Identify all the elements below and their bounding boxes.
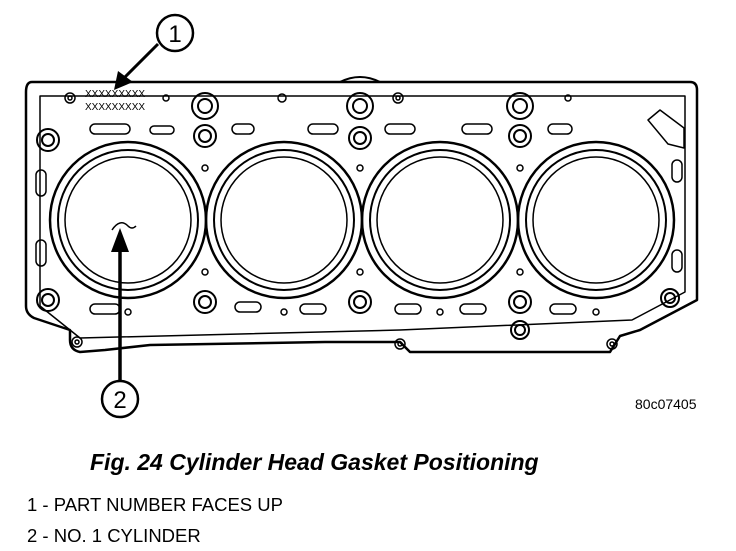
bolt-holes-top bbox=[36, 92, 534, 152]
cylinder-2-bore bbox=[204, 140, 364, 300]
callout-2-label: 2 bbox=[113, 387, 126, 414]
cylinder-mark-icon bbox=[111, 222, 137, 231]
callout-2: 2 bbox=[100, 228, 140, 419]
callout-2-arrowhead bbox=[111, 228, 129, 252]
part-number-line-2: XXXXXXXXX bbox=[85, 102, 145, 113]
callout-1-arrowhead bbox=[114, 71, 133, 90]
bolt-holes-bottom bbox=[36, 288, 680, 340]
cylinder-1-bore bbox=[48, 140, 208, 300]
legend-item-2: 2 - NO. 1 CYLINDER bbox=[27, 525, 201, 546]
cylinder-3-bore bbox=[360, 140, 520, 300]
part-number-line-1: XXXXXXXXX bbox=[85, 89, 145, 100]
cylinder-4-bore bbox=[516, 140, 676, 300]
legend-item-1: 1 - PART NUMBER FACES UP bbox=[27, 494, 283, 515]
small-holes bbox=[64, 92, 618, 350]
callout-1: 1 bbox=[114, 13, 195, 90]
figure-caption: Fig. 24 Cylinder Head Gasket Positioning bbox=[90, 449, 539, 475]
coolant-slots bbox=[35, 109, 685, 315]
figure-reference-code: 80c07405 bbox=[635, 396, 697, 412]
gasket-outline bbox=[24, 80, 699, 354]
callout-1-label: 1 bbox=[168, 21, 181, 48]
top-tab bbox=[339, 76, 381, 83]
legend: 1 - PART NUMBER FACES UP 2 - NO. 1 CYLIN… bbox=[27, 489, 283, 551]
gasket-diagram: XXXXXXXXX XXXXXXXXX 1 2 bbox=[24, 13, 699, 419]
